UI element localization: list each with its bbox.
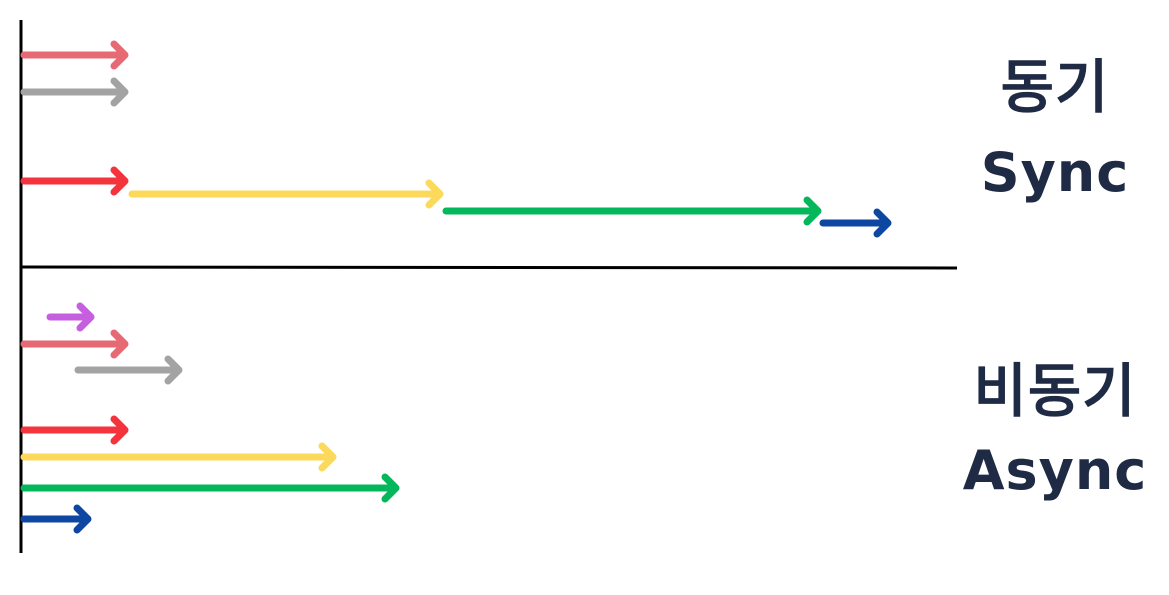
async-arrow-yellow [20, 442, 337, 472]
async-arrow-red [20, 415, 129, 445]
async-arrow-pink [20, 329, 129, 359]
sync-arrow-gray [20, 77, 129, 107]
async-label-english: Async [962, 439, 1148, 502]
sync-arrow-blue [819, 208, 892, 238]
sync-label-english: Sync [980, 141, 1130, 204]
async-label-korean: 비동기 [973, 357, 1137, 425]
sync-arrow-yellow [128, 179, 444, 209]
sync-arrow-green [442, 196, 822, 226]
async-arrow-blue [20, 504, 92, 534]
async-arrow-purple [46, 302, 95, 332]
async-arrow-gray [74, 355, 183, 385]
sync-label-korean: 동기 [1000, 53, 1110, 121]
sync-arrow-red [20, 166, 129, 196]
arrows-group [20, 40, 892, 534]
section-divider [20, 265, 958, 270]
async-arrow-green [20, 473, 400, 503]
sync-arrow-pink [20, 40, 129, 70]
